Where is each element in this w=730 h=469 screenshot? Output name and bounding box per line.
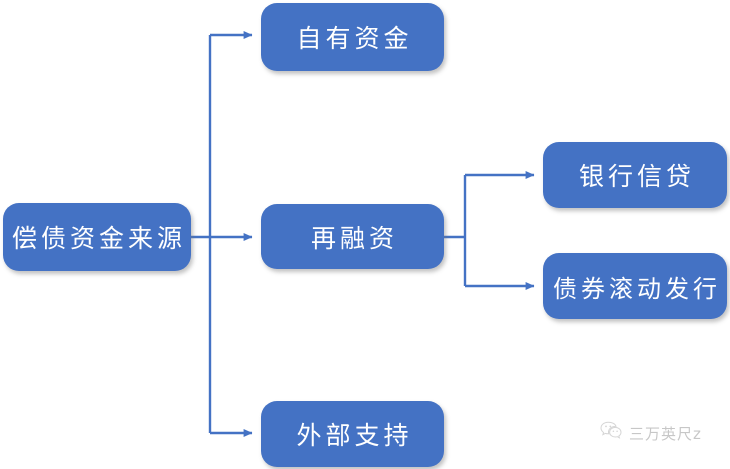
node-bond-rolling-issuance[interactable]: 债券滚动发行 xyxy=(543,253,727,319)
node-bank-credit[interactable]: 银行信贷 xyxy=(543,142,727,208)
node-root[interactable]: 偿债资金来源 xyxy=(3,203,191,271)
watermark-text: 三万英尺z xyxy=(629,424,702,443)
watermark: 三万英尺z xyxy=(600,421,702,445)
wechat-icon xyxy=(600,421,622,445)
node-own-funds[interactable]: 自有资金 xyxy=(261,3,444,71)
node-external-support[interactable]: 外部支持 xyxy=(261,401,444,467)
node-refinancing[interactable]: 再融资 xyxy=(261,204,444,269)
